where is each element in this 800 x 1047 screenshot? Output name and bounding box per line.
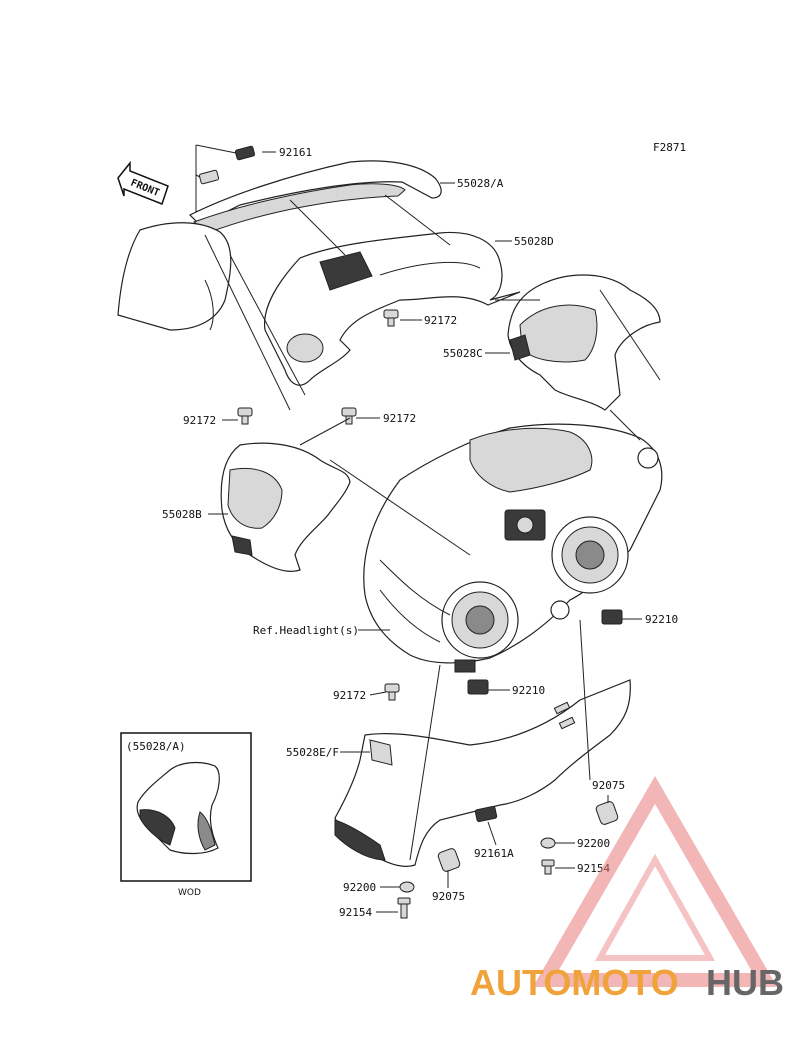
- label-55028d: 55028D: [514, 235, 554, 248]
- leader-lines: [195, 144, 661, 913]
- label-ref-headlights: Ref.Headlight(s): [253, 624, 359, 637]
- automotohub-watermark: AUTOMOTO HUB: [470, 776, 784, 1003]
- figure-id: F2871: [653, 141, 686, 154]
- label-92210-mid: 92210: [512, 684, 545, 697]
- inner-panel-55028d: [263, 231, 521, 386]
- side-panel-55028c: [507, 274, 661, 411]
- inset-subtitle: WOD: [178, 888, 201, 898]
- label-92075-left: 92075: [432, 890, 465, 903]
- inset-title: (55028/A): [126, 740, 186, 753]
- nut-92210-mid-icon: [467, 679, 489, 695]
- watermark-text-auto-moto: AUTOMOTO: [470, 962, 679, 1003]
- label-92154-left: 92154: [339, 906, 372, 919]
- clip-92161-icon: [198, 145, 256, 185]
- label-92172-bottom: 92172: [333, 689, 366, 702]
- upper-cowl-55028a: [117, 160, 442, 331]
- grommet-92075-left-icon: [437, 848, 461, 872]
- screw-92172-bottom-icon: [384, 683, 400, 701]
- grommet-92075-right-icon: [595, 801, 619, 825]
- inset-box: (55028/A) WOD: [120, 732, 252, 898]
- bolt-92154-right-icon: [541, 859, 555, 875]
- headlight-assembly: [363, 423, 663, 673]
- label-92161: 92161: [279, 146, 312, 159]
- clip-92161a-icon: [474, 805, 498, 823]
- label-92161a: 92161A: [474, 847, 514, 860]
- label-92200-right: 92200: [577, 837, 610, 850]
- side-panel-55028b: [220, 442, 351, 572]
- screw-92172-top-icon: [383, 309, 399, 327]
- label-92172-mid: 92172: [383, 412, 416, 425]
- washer-92200-left-icon: [399, 881, 415, 893]
- watermark-text-hub: HUB: [706, 962, 784, 1003]
- label-92200-left: 92200: [343, 881, 376, 894]
- label-92172-left: 92172: [183, 414, 216, 427]
- label-55028ef: 55028E/F: [286, 746, 339, 759]
- label-92210-right: 92210: [645, 613, 678, 626]
- label-55028c: 55028C: [443, 347, 483, 360]
- screw-92172-mid-icon: [341, 407, 357, 425]
- screw-92172-left-icon: [237, 407, 253, 425]
- bolt-92154-left-icon: [397, 897, 411, 919]
- lower-cowl-55028ef: [334, 679, 631, 867]
- label-55028b: 55028B: [162, 508, 202, 521]
- label-92172-top: 92172: [424, 314, 457, 327]
- washer-92200-right-icon: [540, 837, 556, 849]
- nut-92210-right-icon: [601, 609, 623, 625]
- front-arrow-icon: FRONT: [117, 160, 169, 205]
- label-92075-right: 92075: [592, 779, 625, 792]
- label-55028a: 55028/A: [457, 177, 504, 190]
